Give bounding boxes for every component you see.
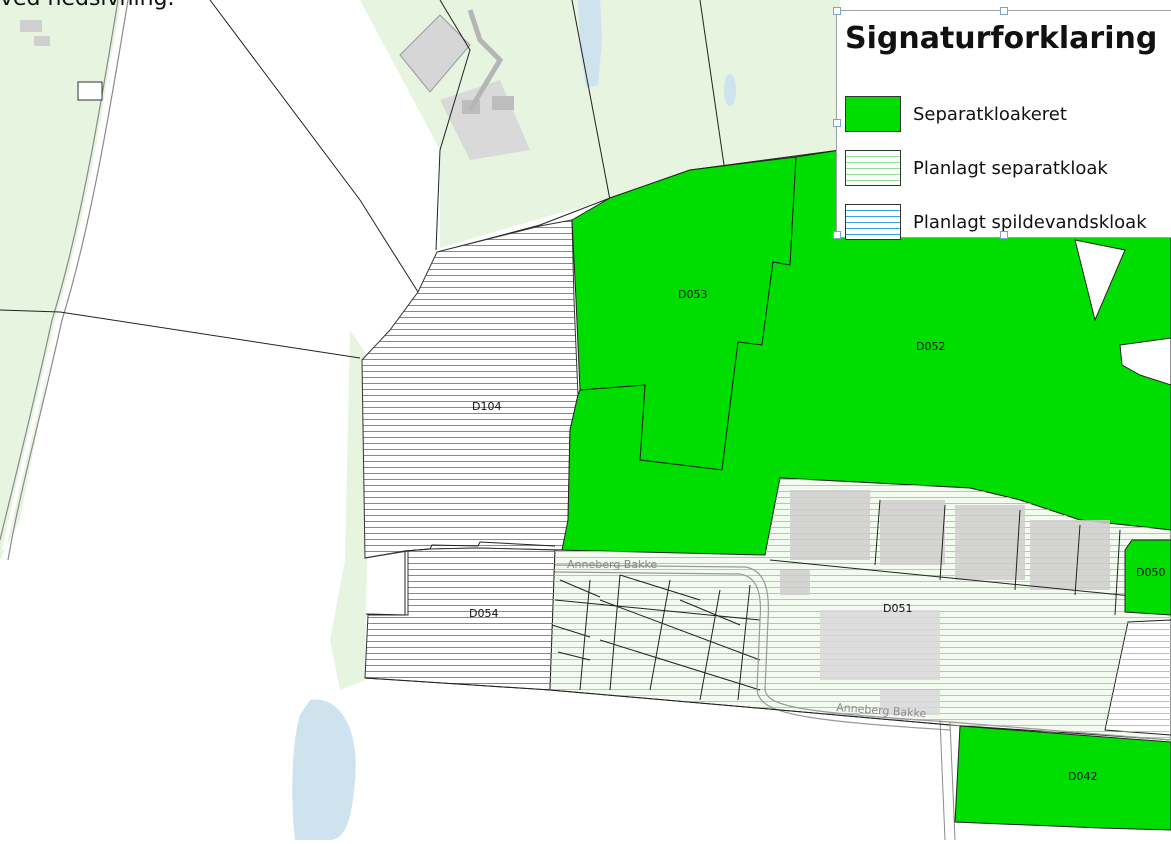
road-south-left [939, 719, 946, 841]
road-south-right [949, 721, 956, 841]
swatch-green-hatch [845, 150, 901, 186]
road-label-lower: Anneberg Bakke [836, 701, 927, 720]
legend-title: Signaturforklaring [845, 21, 1158, 56]
area-d042[interactable] [954, 725, 1171, 831]
legend-item-planlagt-separatkloak: Planlagt separatkloak [845, 149, 1108, 187]
label-d050: D050 [1136, 566, 1165, 579]
label-d052: D052 [916, 340, 945, 353]
d051-east-hatch [1105, 620, 1171, 735]
legend-item-planlagt-spildevandskloak: Planlagt spildevandskloak [845, 203, 1147, 241]
legend-item-separatkloakeret: Separatkloakeret [845, 95, 1067, 133]
small-parcel [77, 81, 103, 101]
legend-label: Planlagt separatkloak [913, 157, 1108, 179]
label-d042: D042 [1068, 770, 1097, 783]
label-d104: D104 [472, 400, 501, 413]
water [292, 0, 772, 840]
d054-top-edge [404, 541, 556, 552]
d054-inner-boundary [365, 551, 406, 616]
southern-boundary [364, 677, 951, 726]
swatch-solid-green [845, 96, 901, 132]
d051-inner-lines [769, 499, 1171, 616]
plot-lines [551, 574, 761, 701]
caption-text: ved nedsivning. [0, 0, 175, 12]
resize-handle-bottom-left[interactable] [833, 231, 841, 239]
d052-notch [1074, 239, 1126, 322]
legend-label: Planlagt spildevandskloak [913, 211, 1147, 233]
resize-handle-top[interactable] [1000, 7, 1008, 15]
swatch-blue-hatch [845, 204, 901, 240]
resize-handle-top-left[interactable] [833, 7, 841, 15]
label-d054: D054 [469, 607, 498, 620]
legend[interactable]: Signaturforklaring Separatkloakeret Plan… [833, 7, 1171, 241]
label-d051: D051 [883, 602, 912, 615]
resize-handle-left[interactable] [833, 119, 841, 127]
area-d050[interactable] [1124, 539, 1171, 616]
area-labels: D053 D052 D104 D054 D051 D050 D042 [469, 288, 1165, 783]
d052-cutout [1119, 337, 1171, 386]
d051-buildings [780, 490, 1110, 715]
road-label-upper: Anneberg Bakke [567, 558, 657, 571]
legend-label: Separatkloakeret [913, 103, 1067, 125]
farm-buildings [20, 9, 530, 160]
roads-d051 [554, 564, 1171, 741]
resize-handle-bottom[interactable] [1000, 231, 1008, 239]
label-d053: D053 [678, 288, 707, 301]
